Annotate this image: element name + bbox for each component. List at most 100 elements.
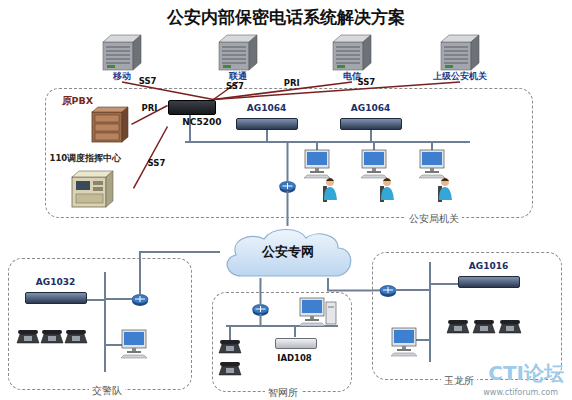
network-wire	[395, 289, 430, 291]
group-label: 公安局机关	[406, 213, 462, 224]
icon-part	[223, 65, 231, 68]
icon-part	[107, 65, 115, 68]
router-symbol	[380, 286, 396, 298]
icon-part	[337, 65, 345, 68]
phone-symbol	[17, 330, 39, 343]
icon-part	[336, 51, 360, 52]
group-node: 玉龙所AG1016	[372, 252, 562, 380]
node-label: 公安专网	[220, 226, 355, 278]
icon-part	[92, 112, 122, 142]
icon-part	[132, 295, 148, 304]
icon-part	[392, 328, 416, 346]
icon-part	[383, 178, 391, 186]
icon-part	[388, 287, 389, 293]
phone-symbol	[65, 330, 87, 343]
network-wire	[139, 258, 141, 294]
icon-part	[95, 124, 119, 131]
link-protocol-label: PRI	[142, 103, 158, 113]
phone-symbol	[447, 320, 469, 333]
icon-part	[127, 351, 141, 353]
group-node: 智网所IAD108	[212, 292, 352, 392]
operator-figure	[323, 178, 337, 202]
icon-part	[41, 334, 63, 343]
icon-part	[222, 55, 246, 56]
network-wire	[229, 326, 231, 340]
server-node: 上级公安机关	[422, 28, 498, 82]
icon-part	[448, 320, 468, 324]
connector-line	[287, 218, 289, 226]
gateway-device	[25, 292, 87, 304]
phone-symbol	[473, 320, 495, 333]
icon-part	[326, 178, 334, 181]
icon-part	[42, 330, 62, 334]
icon-part	[425, 171, 439, 173]
icon-part	[383, 178, 391, 181]
icon-part	[299, 323, 325, 326]
icon-part	[499, 324, 521, 333]
icon-part	[381, 187, 394, 200]
icon-part	[220, 340, 240, 344]
server-icon	[216, 33, 260, 71]
icon-part	[66, 330, 86, 334]
icon-part	[333, 42, 363, 70]
icon-part	[422, 152, 442, 165]
icon-part	[124, 332, 144, 345]
pbx-node: 原PBX	[62, 96, 132, 144]
icon-part	[103, 42, 133, 70]
icon-part	[222, 63, 246, 64]
icon-part	[310, 171, 324, 173]
node-label: 上级公安机关	[433, 72, 487, 82]
icon-part	[93, 187, 103, 191]
icon-part	[336, 47, 360, 48]
icon-part	[260, 306, 261, 312]
icon-part	[362, 150, 386, 168]
link-protocol-label: SS7	[226, 81, 244, 91]
network-wire	[105, 298, 132, 300]
computer-symbol	[299, 298, 325, 326]
icon-part	[326, 302, 336, 324]
icon-part	[439, 187, 452, 200]
node-label: 移动	[113, 72, 131, 82]
icon-part	[500, 320, 520, 324]
nc-node: NC5200	[168, 100, 222, 130]
dev-node: AG1064	[340, 104, 402, 130]
node-label: IAD108	[272, 354, 318, 363]
group-node: 交警队AG1032	[8, 258, 192, 390]
icon-part	[280, 182, 296, 191]
node-label: 联通	[229, 72, 247, 82]
icon-part	[363, 35, 371, 70]
server-icon	[330, 33, 374, 71]
gateway-device	[458, 276, 520, 288]
group-label: 智网所	[265, 387, 301, 398]
icon-part	[397, 349, 411, 351]
operator-figure	[380, 178, 394, 202]
icon-part	[132, 348, 136, 351]
icon-part	[222, 51, 246, 52]
connector-line	[140, 252, 220, 258]
iad-device	[275, 338, 317, 349]
switch-device	[168, 100, 216, 115]
icon-part	[444, 55, 468, 56]
icon-part	[480, 326, 488, 331]
dispatch-console-icon	[70, 169, 114, 209]
center-node: 110调度指挥中心	[50, 154, 134, 212]
node-label: 原PBX	[62, 96, 94, 106]
icon-part	[106, 171, 113, 207]
network-wire	[266, 130, 268, 142]
link-protocol-label: SS7	[139, 76, 157, 86]
icon-part	[219, 42, 249, 70]
pbx-icon	[90, 106, 130, 143]
network-wire	[416, 339, 430, 341]
network-wire	[430, 283, 458, 285]
network-wire	[429, 262, 431, 362]
icon-part	[506, 326, 514, 331]
dev-node: AG1032	[25, 278, 87, 304]
network-wire	[294, 326, 296, 337]
icon-part	[121, 355, 147, 358]
network-wire	[370, 130, 372, 142]
icon-part	[364, 152, 384, 165]
icon-part	[430, 168, 434, 171]
icon-part	[307, 152, 327, 165]
icon-part	[444, 63, 468, 64]
